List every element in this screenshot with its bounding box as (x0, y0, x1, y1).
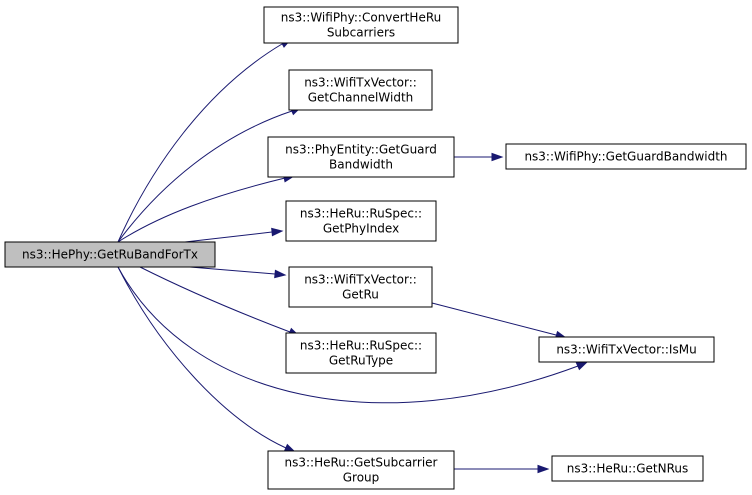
node-wifiphy-get-guard-bandwidth[interactable]: ns3::WifiPhy::GetGuardBandwidth (505, 143, 747, 170)
edge-root-to-get-phy-index (184, 227, 284, 243)
node-box (288, 266, 433, 308)
node-box (505, 143, 747, 170)
edge-line (117, 177, 286, 243)
node-label-line: GetRu (342, 288, 379, 302)
node-label-line: Group (343, 471, 380, 485)
edge-line (184, 231, 273, 243)
node-box (551, 455, 704, 482)
node-label-line: GetChannelWidth (308, 91, 414, 105)
arrowhead (491, 152, 504, 162)
edge-line (117, 266, 579, 404)
node-label-line: ns3::HeRu::GetNRus (567, 462, 689, 476)
node-is-mu[interactable]: ns3::WifiTxVector::IsMu (538, 336, 715, 363)
arrowhead (575, 361, 589, 371)
node-root[interactable]: ns3::HePhy::GetRuBandForTx (4, 241, 216, 268)
node-get-phy-index[interactable]: ns3::HeRu::RuSpec::GetPhyIndex (285, 200, 437, 242)
node-label-line: ns3::WifiTxVector::IsMu (556, 343, 696, 357)
arrowhead (537, 464, 550, 474)
node-label-line: ns3::WifiPhy::ConvertHeRu (281, 11, 442, 25)
edge-line (117, 43, 283, 243)
edge-line (117, 266, 287, 449)
node-box (538, 336, 715, 363)
node-box (267, 450, 455, 490)
node-label-line: ns3::WifiTxVector:: (304, 76, 417, 90)
edge-get-ru-to-is-mu (431, 302, 568, 340)
node-box (288, 69, 433, 111)
node-phy-entity-get-guard-bandwidth[interactable]: ns3::PhyEntity::GetGuardBandwidth (267, 136, 455, 178)
arrowhead (274, 269, 287, 279)
edge-root-to-convert-he-ru-subcarriers (117, 38, 293, 243)
node-box (263, 6, 459, 44)
call-nodes: ns3::HePhy::GetRuBandForTx ns3::WifiPhy::… (4, 6, 747, 490)
node-label-line: ns3::WifiTxVector:: (304, 273, 417, 287)
node-label-line: ns3::HeRu::GetSubcarrier (285, 456, 438, 470)
edge-get-subcarrier-group-to-get-nrus (454, 464, 550, 474)
arrowhead (271, 227, 284, 237)
node-label-line: Bandwidth (329, 158, 393, 172)
node-box (4, 241, 216, 268)
node-box (285, 332, 437, 374)
node-box (267, 136, 455, 178)
edge-root-to-get-subcarrier-group (117, 266, 297, 453)
edge-line (139, 266, 291, 333)
edge-phy-entity-get-guard-bandwidth-to-wifiphy-get-guard-bandwidth (454, 152, 504, 162)
edge-root-to-get-ru (189, 266, 287, 279)
edge-root-to-phy-entity-get-guard-bandwidth (117, 174, 296, 243)
node-label-line: ns3::HeRu::RuSpec:: (300, 339, 422, 353)
node-label-line: ns3::WifiPhy::GetGuardBandwidth (524, 150, 727, 164)
node-get-ru-type[interactable]: ns3::HeRu::RuSpec::GetRuType (285, 332, 437, 374)
node-box (285, 200, 437, 242)
node-label-line: ns3::HePhy::GetRuBandForTx (22, 248, 198, 262)
node-get-channel-width[interactable]: ns3::WifiTxVector::GetChannelWidth (288, 69, 433, 111)
node-label-line: GetRuType (329, 354, 393, 368)
edge-line (431, 302, 557, 336)
node-label-line: GetPhyIndex (323, 222, 399, 236)
node-label-line: ns3::HeRu::RuSpec:: (300, 207, 422, 221)
node-label-line: ns3::PhyEntity::GetGuard (285, 143, 437, 157)
node-get-nrus[interactable]: ns3::HeRu::GetNRus (551, 455, 704, 482)
node-label-line: Subcarriers (327, 26, 395, 40)
edge-line (189, 266, 276, 275)
edge-line (117, 110, 293, 243)
node-get-ru[interactable]: ns3::WifiTxVector::GetRu (288, 266, 433, 308)
